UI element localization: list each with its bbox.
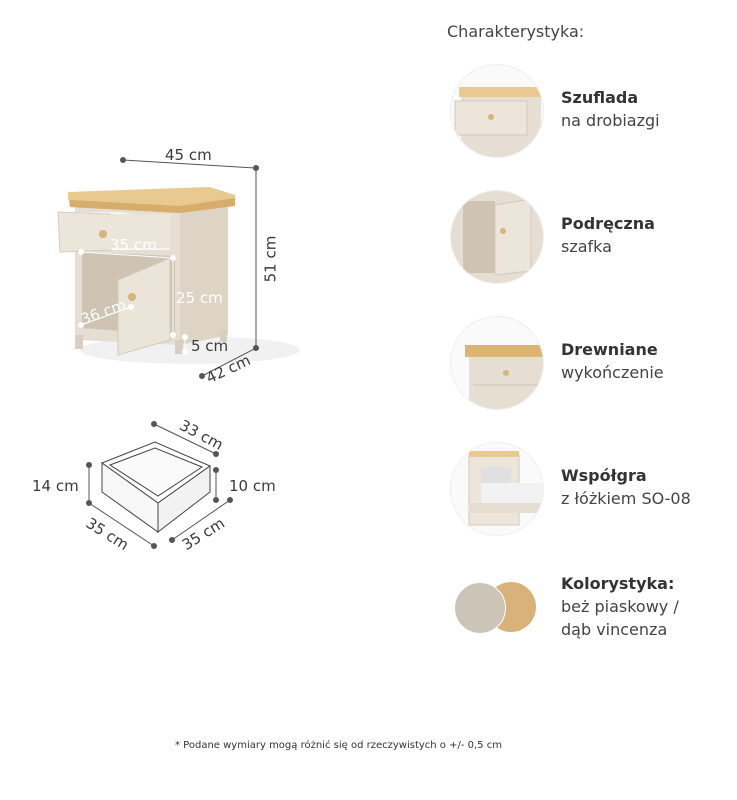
feature-text: z łóżkiem SO-08 (561, 489, 691, 508)
feature-title: Współgra (561, 466, 647, 485)
feature-title: Kolorystyka: (561, 574, 675, 593)
dimension-disclaimer: * Podane wymiary mogą różnić się od rzec… (175, 740, 502, 751)
feature-text: szafka (561, 237, 612, 256)
bed-thumbnail (450, 442, 544, 536)
color-swatches (454, 582, 544, 634)
dim-drawer-height-back: 10 cm (229, 477, 276, 495)
nightstand-illustration (57, 157, 300, 379)
dim-drawer-width: 35 cm (110, 236, 157, 254)
dim-height: 51 cm (261, 235, 280, 283)
feature-title: Szuflada (561, 88, 639, 107)
feature-title: Drewniane (561, 340, 658, 359)
feature-text: na drobiazgi (561, 111, 660, 130)
features-title: Charakterystyka: (447, 22, 585, 41)
wood-finish-thumbnail (450, 316, 544, 410)
feature-drawer: Szuflada na drobiazgi (450, 64, 737, 160)
feature-matching-bed: Współgra z łóżkiem SO-08 (450, 442, 737, 538)
dim-cabinet-height: 25 cm (176, 289, 223, 307)
feature-text: beż piaskowy / (561, 597, 679, 616)
feature-text-2: dąb vincenza (561, 620, 668, 639)
drawer-thumbnail (450, 64, 544, 158)
dim-drawer-height-front: 14 cm (32, 477, 79, 495)
feature-cabinet: Podręczna szafka (450, 190, 737, 286)
feature-title: Podręczna (561, 214, 655, 233)
dim-width: 45 cm (165, 146, 212, 164)
feature-text: wykończenie (561, 363, 664, 382)
feature-colors: Kolorystyka: beż piaskowy / dąb vincenza (450, 568, 737, 664)
cabinet-thumbnail (450, 190, 544, 284)
dim-leg-height: 5 cm (191, 337, 229, 355)
drawer-box-illustration (86, 421, 233, 549)
feature-wood-finish: Drewniane wykończenie (450, 316, 737, 412)
beige-swatch (454, 582, 506, 634)
